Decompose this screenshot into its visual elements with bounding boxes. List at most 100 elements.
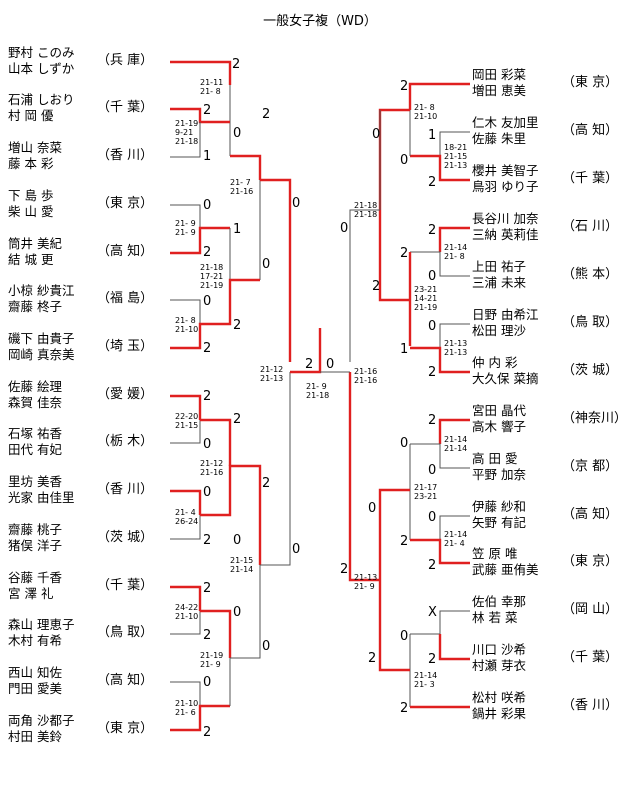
set-score: 14-21 <box>414 294 437 303</box>
game-score: 0 <box>203 294 211 309</box>
set-score: 21-13 <box>354 573 377 582</box>
set-score: 21- 6 <box>175 708 196 717</box>
winner-path-line <box>378 634 410 672</box>
player-name: 村 岡 優 <box>8 108 54 123</box>
set-score: 21-14 <box>444 530 467 539</box>
set-score: 21-11 <box>200 78 223 87</box>
player-name: 笠 原 唯 <box>472 546 518 561</box>
game-score: 0 <box>400 629 408 644</box>
game-score: 2 <box>428 365 436 380</box>
winner-path-line <box>170 394 202 420</box>
player-name: 鳥羽 ゆり子 <box>472 179 539 194</box>
player-name: 筒井 美紀 <box>8 236 62 251</box>
player-name: 櫻井 美智子 <box>472 163 539 178</box>
set-score: 21-15 <box>444 152 467 161</box>
game-score: 0 <box>262 639 270 654</box>
set-score: 21-14 <box>444 444 467 453</box>
winner-path-line <box>438 226 470 252</box>
game-score: 2 <box>428 413 436 428</box>
game-score: 1 <box>428 128 436 143</box>
game-score: 2 <box>203 533 211 548</box>
prefecture-label: （東 京） <box>562 554 619 569</box>
game-score: 2 <box>305 357 313 372</box>
set-score: 21- 7 <box>230 178 251 187</box>
game-score: 0 <box>326 357 334 372</box>
player-name: 三納 英莉佳 <box>472 227 539 242</box>
set-score: 22-20 <box>175 412 198 421</box>
game-score: 2 <box>428 558 436 573</box>
bracket-line <box>170 515 201 540</box>
winner-path-line <box>378 288 410 302</box>
prefecture-label: （兵 庫） <box>97 53 154 68</box>
set-score: 21-13 <box>444 339 467 348</box>
set-score: 21- 9 <box>306 382 327 391</box>
prefecture-label: （熊 本） <box>562 267 619 282</box>
prefecture-label: （香 川） <box>97 482 154 497</box>
game-score: 0 <box>233 605 241 620</box>
set-score: 21-10 <box>414 112 437 121</box>
player-name: 岡田 彩菜 <box>472 67 526 82</box>
winner-path-line <box>200 609 232 658</box>
player-name: 平野 加奈 <box>472 467 526 482</box>
game-score: 2 <box>203 341 211 356</box>
player-name: 佐藤 朱里 <box>472 131 526 146</box>
game-score: 0 <box>428 463 436 478</box>
game-score: 2 <box>400 701 408 716</box>
player-name: 宮 澤 礼 <box>8 586 54 601</box>
game-score: 1 <box>233 222 241 237</box>
set-score: 21-18 <box>354 201 377 210</box>
winner-path-line <box>170 704 230 732</box>
set-score: 21- 9 <box>175 228 196 237</box>
set-score: 21- 9 <box>354 582 375 591</box>
set-score: 21- 8 <box>414 103 435 112</box>
game-score: 2 <box>232 57 240 72</box>
set-score: 26-24 <box>175 517 198 526</box>
prefecture-label: （東 京） <box>97 196 154 211</box>
game-score: 0 <box>292 542 300 557</box>
player-name: 磯下 由貴子 <box>8 331 75 346</box>
prefecture-label: （福 島） <box>97 291 154 306</box>
game-score: 0 <box>292 196 300 211</box>
winner-path-line <box>348 372 380 582</box>
winner-path-line <box>170 585 202 611</box>
player-name: 村瀬 芽衣 <box>472 658 526 673</box>
bracket-line <box>439 131 470 156</box>
player-name: 鍋井 彩果 <box>472 706 526 721</box>
set-score: 9-21 <box>175 128 193 137</box>
winner-path-line <box>410 346 470 374</box>
set-score: 21- 8 <box>175 316 196 325</box>
set-score: 21- 8 <box>200 87 221 96</box>
game-score: 2 <box>203 581 211 596</box>
bracket-line <box>170 122 201 158</box>
player-name: 柴 山 愛 <box>8 204 54 219</box>
prefecture-label: （岡 山） <box>562 602 619 617</box>
prefecture-label: （高 知） <box>97 673 154 688</box>
game-score: 0 <box>262 257 270 272</box>
player-name: 仲 内 彩 <box>472 355 518 370</box>
player-name: 猪俣 洋子 <box>8 538 62 553</box>
player-name: 仁木 友加里 <box>472 115 539 130</box>
game-score: 2 <box>372 279 380 294</box>
prefecture-label: （石 川） <box>562 219 619 234</box>
player-name: 長谷川 加奈 <box>472 211 539 226</box>
game-score: 1 <box>203 149 211 164</box>
game-score: 2 <box>233 412 241 427</box>
player-name: 両角 沙都子 <box>8 713 75 728</box>
set-score: 21-10 <box>175 612 198 621</box>
player-name: 武藤 亜侑美 <box>472 562 539 577</box>
prefecture-label: （京 都） <box>562 459 619 474</box>
player-name: 齋藤 桃子 <box>8 522 62 537</box>
game-score: X <box>428 605 437 620</box>
prefecture-label: （千 葉） <box>97 100 154 115</box>
prefecture-label: （千 葉） <box>562 171 619 186</box>
bracket-line <box>170 299 201 324</box>
set-score: 21-19 <box>200 281 223 290</box>
game-score: 0 <box>368 501 376 516</box>
set-score: 21-14 <box>414 671 437 680</box>
player-name: 松村 咲希 <box>472 690 526 705</box>
bracket-line <box>439 323 470 348</box>
winner-path-line <box>408 82 470 110</box>
game-score: 2 <box>262 476 270 491</box>
player-name: 宮田 晶代 <box>472 403 526 418</box>
winner-path-line <box>378 108 410 288</box>
